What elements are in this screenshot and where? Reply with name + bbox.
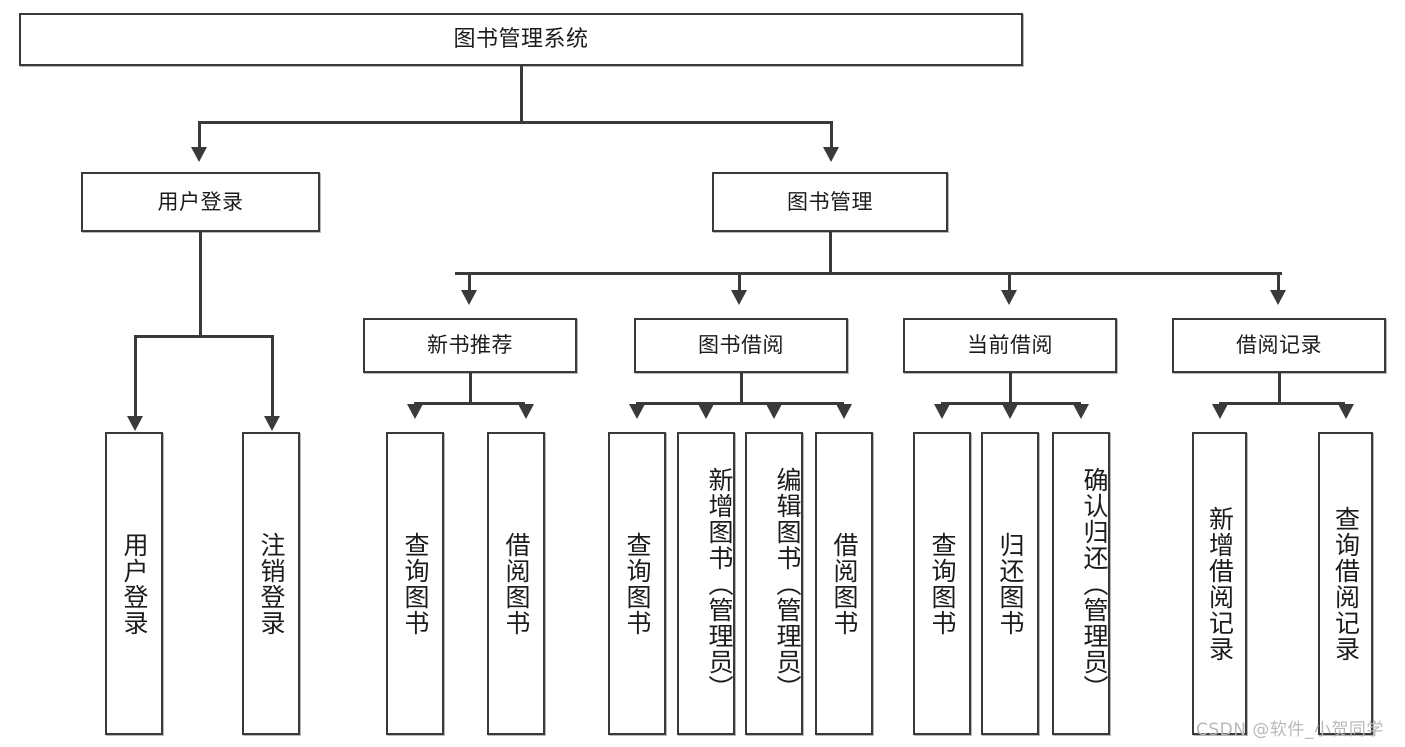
connector-record-stem	[1278, 373, 1281, 404]
node-label: 归还图书	[996, 531, 1025, 636]
arrow-level3-2	[731, 290, 747, 305]
arrow-level3-3	[1001, 290, 1017, 305]
node-label: 新增借阅记录	[1205, 505, 1235, 662]
connector-login-drop-1	[134, 335, 137, 418]
arrow-borrow-1	[629, 404, 645, 419]
connector-newbook-bar	[414, 402, 525, 405]
node-root-book-management-system[interactable]: 图书管理系统	[19, 13, 1023, 66]
arrow-level3-1	[461, 290, 477, 305]
arrow-current-1	[934, 404, 950, 419]
arrow-level3-4	[1270, 290, 1286, 305]
connector-level2-drop-1	[198, 121, 201, 149]
leaf-query-book-recommend[interactable]: 查询图书	[386, 432, 444, 735]
connector-level3-drop-3	[1008, 272, 1011, 292]
arrow-record-1	[1212, 404, 1228, 419]
node-label: 确认归还（管理员）	[1080, 466, 1109, 701]
node-label: 图书管理	[787, 189, 873, 214]
leaf-confirm-return-admin[interactable]: 确认归还（管理员）	[1052, 432, 1110, 735]
connector-level3-bar	[455, 272, 1282, 275]
leaf-query-book-borrow[interactable]: 查询图书	[608, 432, 666, 735]
connector-bookmgmt-stem	[829, 232, 832, 274]
node-label: 图书借阅	[698, 333, 784, 358]
arrow-borrow-3	[766, 404, 782, 419]
node-label: 借阅记录	[1236, 333, 1322, 358]
arrow-borrow-4	[836, 404, 852, 419]
node-borrow-record[interactable]: 借阅记录	[1172, 318, 1386, 373]
node-label: 新书推荐	[427, 333, 513, 358]
leaf-logout[interactable]: 注销登录	[242, 432, 300, 735]
connector-record-bar	[1219, 402, 1345, 405]
connector-borrow-stem	[740, 373, 743, 404]
leaf-query-borrow-record[interactable]: 查询借阅记录	[1318, 432, 1373, 735]
connector-level3-drop-4	[1277, 272, 1280, 292]
connector-login-bar	[134, 335, 273, 338]
node-label: 查询图书	[623, 531, 652, 636]
node-new-book-recommend[interactable]: 新书推荐	[363, 318, 577, 373]
connector-root-stem	[520, 66, 523, 123]
node-label: 图书管理系统	[453, 26, 589, 52]
node-label: 注销登录	[257, 531, 286, 636]
node-label: 新增图书（管理员）	[705, 466, 734, 701]
arrow-level2-1	[191, 147, 207, 162]
connector-current-bar	[941, 402, 1081, 405]
node-label: 当前借阅	[967, 333, 1053, 358]
leaf-add-borrow-record[interactable]: 新增借阅记录	[1192, 432, 1247, 735]
connector-current-stem	[1009, 373, 1012, 404]
connector-newbook-stem	[469, 373, 472, 404]
leaf-borrow-book-recommend[interactable]: 借阅图书	[487, 432, 545, 735]
arrow-current-2	[1002, 404, 1018, 419]
arrow-record-2	[1338, 404, 1354, 419]
leaf-user-login[interactable]: 用户登录	[105, 432, 163, 735]
node-book-management[interactable]: 图书管理	[712, 172, 948, 232]
connector-level2-bar	[198, 121, 832, 124]
node-label: 查询借阅记录	[1331, 505, 1361, 662]
arrow-newbook-2	[518, 404, 534, 419]
leaf-return-book[interactable]: 归还图书	[981, 432, 1039, 735]
node-book-borrow[interactable]: 图书借阅	[634, 318, 848, 373]
leaf-edit-book-admin[interactable]: 编辑图书（管理员）	[745, 432, 803, 735]
arrow-login-2	[264, 416, 280, 431]
connector-login-stem	[199, 232, 202, 337]
leaf-query-book-current[interactable]: 查询图书	[913, 432, 971, 735]
node-label: 查询图书	[928, 531, 957, 636]
arrow-newbook-1	[407, 404, 423, 419]
node-user-login[interactable]: 用户登录	[81, 172, 320, 232]
node-current-borrow[interactable]: 当前借阅	[903, 318, 1117, 373]
connector-borrow-bar	[636, 402, 844, 405]
leaf-add-book-admin[interactable]: 新增图书（管理员）	[677, 432, 735, 735]
node-label: 编辑图书（管理员）	[773, 466, 802, 701]
connector-level2-drop-2	[830, 121, 833, 149]
node-label: 用户登录	[157, 189, 244, 214]
node-label: 用户登录	[120, 531, 149, 636]
arrow-level2-2	[823, 147, 839, 162]
connector-login-drop-2	[271, 335, 274, 418]
leaf-borrow-book[interactable]: 借阅图书	[815, 432, 873, 735]
node-label: 借阅图书	[502, 531, 531, 636]
arrow-login-1	[127, 416, 143, 431]
node-label: 查询图书	[401, 531, 430, 636]
arrow-borrow-2	[698, 404, 714, 419]
csdn-watermark: CSDN @软件_小贺同学	[1196, 720, 1384, 740]
connector-level3-drop-1	[468, 272, 471, 292]
arrow-current-3	[1073, 404, 1089, 419]
connector-level3-drop-2	[738, 272, 741, 292]
node-label: 借阅图书	[830, 531, 859, 636]
